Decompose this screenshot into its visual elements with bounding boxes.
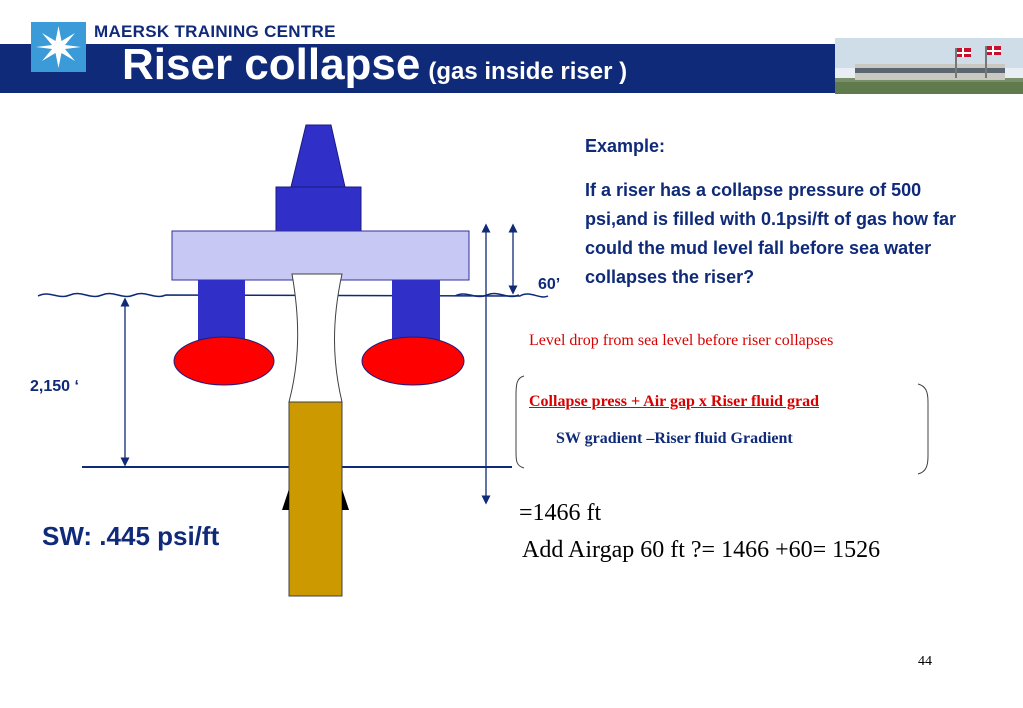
building-photo <box>835 38 1023 94</box>
title-sub: (gas inside riser ) <box>428 58 628 85</box>
right-column <box>392 280 440 340</box>
left-column <box>198 280 245 340</box>
left-pontoon <box>173 336 275 386</box>
mud-column <box>288 401 343 597</box>
page-number: 44 <box>918 654 932 669</box>
formula-denominator: SW gradient –Riser fluid Gradient <box>556 430 793 447</box>
title-main: Riser collapse <box>122 40 421 89</box>
formula-left-brace <box>515 375 525 469</box>
maersk-logo <box>31 22 86 72</box>
star-icon <box>36 26 81 68</box>
drill-floor <box>275 186 362 232</box>
air-gap-label: 60’ <box>538 276 561 293</box>
slide-title: Riser collapse (gas inside riser ) <box>122 40 627 90</box>
result-line-2: Add Airgap 60 ft ?= 1466 +60= 1526 <box>522 537 881 563</box>
sw-gradient-label: SW: .445 psi/ft <box>42 521 220 551</box>
bop-left <box>282 489 289 510</box>
brand-name: MAERSK TRAINING CENTRE <box>94 22 336 41</box>
platform-deck <box>171 230 470 281</box>
right-pontoon <box>361 336 465 386</box>
example-question: If a riser has a collapse pressure of 50… <box>585 180 957 287</box>
water-depth-label: 2,150 ‘ <box>30 378 79 395</box>
bop-right <box>342 489 349 510</box>
formula-numerator: Collapse press + Air gap x Riser fluid g… <box>529 393 820 410</box>
header-bar <box>0 44 835 93</box>
derrick <box>290 124 346 188</box>
riser-collapsed <box>288 273 343 403</box>
result-line-1: =1466 ft <box>519 500 602 526</box>
example-heading: Example: <box>585 136 666 156</box>
formula-right-brace <box>917 383 929 475</box>
level-drop-text: Level drop from sea level before riser c… <box>529 332 834 349</box>
sea-level-line <box>37 292 549 298</box>
